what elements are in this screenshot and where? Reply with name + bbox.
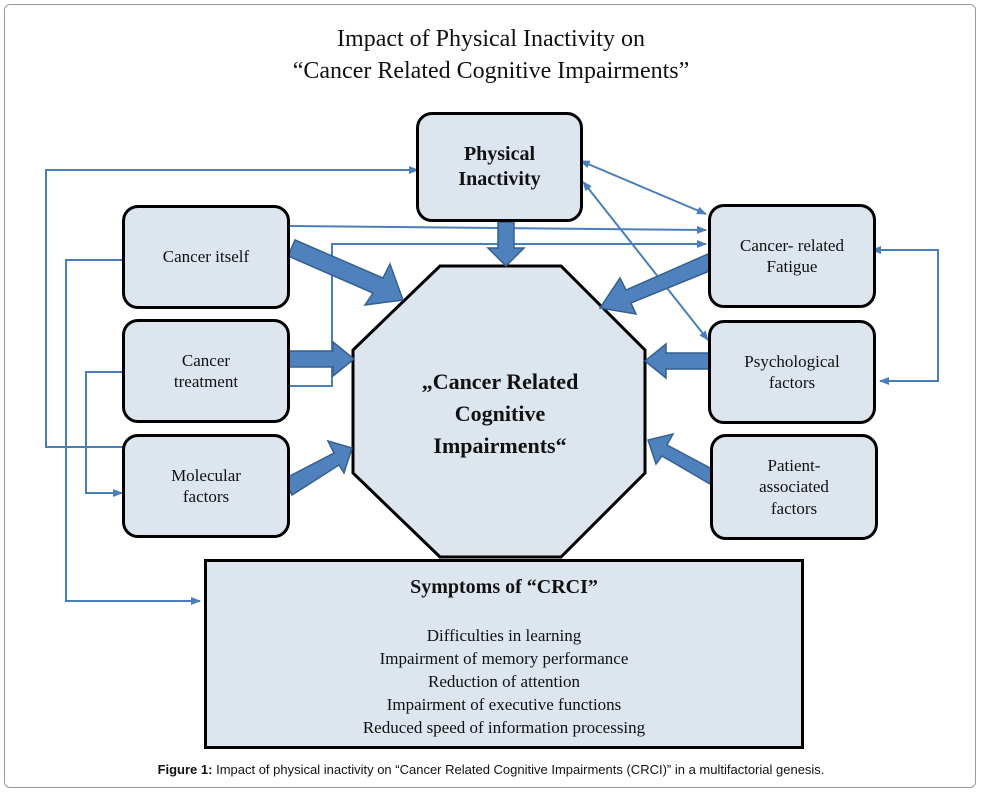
node-cancer-treatment-label: Cancer treatment xyxy=(173,350,239,391)
symptom-item: Impairment of executive functions xyxy=(386,695,622,714)
figure-frame xyxy=(4,4,976,788)
node-cancer-itself: Cancer itself xyxy=(122,205,290,309)
connector-fatigue-psychological xyxy=(871,246,939,385)
node-molecular-factors-label: Molecular factors xyxy=(171,465,241,506)
connector-physical-inactivity-fatigue xyxy=(579,160,707,215)
node-patient-associated-factors: Patient- associated factors xyxy=(710,434,878,540)
figure-caption: Figure 1: Impact of physical inactivity … xyxy=(0,762,982,777)
symptoms-title: Symptoms of “CRCI” xyxy=(410,576,598,598)
node-physical-inactivity-label: Physical Inactivity xyxy=(458,143,541,190)
caption-label: Figure 1: xyxy=(157,762,213,777)
block-arrow-patient-associated xyxy=(647,432,715,486)
caption-text: Impact of physical inactivity on “Cancer… xyxy=(212,762,825,777)
node-cancer-itself-label: Cancer itself xyxy=(162,247,250,267)
symptoms-list: Difficulties in learning Impairment of m… xyxy=(207,624,801,739)
node-physical-inactivity: Physical Inactivity xyxy=(416,112,583,222)
connector-cancer-itself-to-symptoms xyxy=(65,259,201,605)
block-arrow-fatigue xyxy=(598,252,713,315)
symptoms-box: Symptoms of “CRCI” Difficulties in learn… xyxy=(204,559,804,749)
crci-label: „Cancer Related Cognitive Impairments“ xyxy=(421,369,579,458)
connector-treatment-to-molecular xyxy=(85,371,124,497)
node-cancer-treatment: Cancer treatment xyxy=(122,319,290,423)
node-psychological-factors-label: Psychological factors xyxy=(744,351,840,392)
symptom-item: Reduced speed of information processing xyxy=(362,718,646,737)
connector-physical-inactivity-psychological xyxy=(582,180,709,341)
node-cancer-related-fatigue: Cancer- related Fatigue xyxy=(708,204,876,308)
diagram-title-line-1: Impact of Physical Inactivity on xyxy=(337,26,645,52)
node-psychological-factors: Psychological factors xyxy=(708,320,876,424)
connector-treatment-to-fatigue xyxy=(290,240,707,387)
block-arrow-cancer-treatment xyxy=(288,340,356,378)
node-cancer-related-fatigue-label: Cancer- related Fatigue xyxy=(740,235,844,276)
block-arrow-physical-inactivity xyxy=(486,221,526,268)
node-patient-associated-factors-label: Patient- associated factors xyxy=(759,456,829,518)
symptom-item: Impairment of memory performance xyxy=(379,649,629,668)
symptom-item: Difficulties in learning xyxy=(426,626,582,645)
block-arrow-cancer-itself xyxy=(287,239,405,306)
symptom-item: Reduction of attention xyxy=(427,672,581,691)
block-arrow-psychological xyxy=(643,342,711,380)
block-arrow-molecular-factors xyxy=(282,439,353,497)
node-molecular-factors: Molecular factors xyxy=(122,434,290,538)
diagram-title-line-2: “Cancer Related Cognitive Impairments” xyxy=(292,58,690,84)
